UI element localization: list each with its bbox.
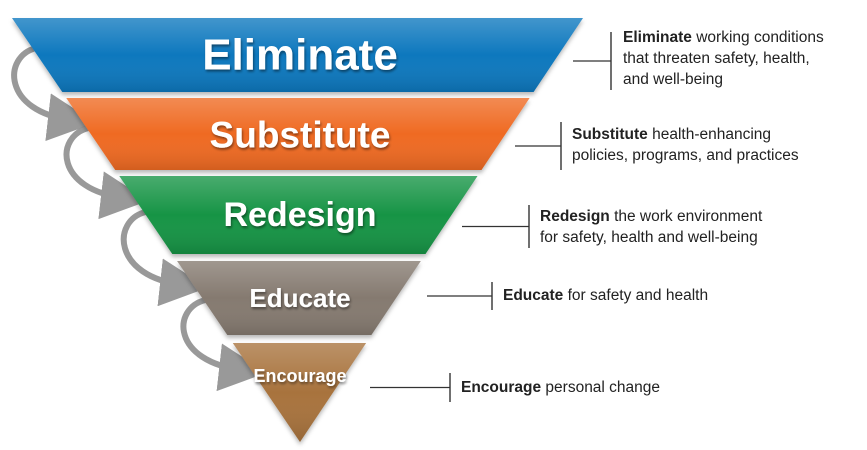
flow-arrow-1 (11, 45, 96, 142)
description-encourage: Encourage personal change (461, 377, 660, 398)
description-line-encourage: personal change (541, 379, 661, 396)
description-substitute: Substitute health-enhancing policies, pro… (572, 124, 799, 166)
description-educate: Educate for safety and health (503, 285, 708, 306)
description-redesign: Redesign the work environment for safety,… (540, 206, 762, 248)
tier-label-eliminate: Eliminate (202, 31, 398, 80)
tier-redesign: Redesign (119, 176, 478, 254)
tier-gloss-redesign (119, 176, 478, 254)
tier-gloss-eliminate (12, 18, 583, 92)
tier-eliminate: Eliminate (12, 18, 583, 92)
tier-label-encourage: Encourage (253, 366, 346, 386)
description-line-eliminate: and well-being (623, 71, 723, 88)
description-keyword-educate: Educate (503, 287, 564, 304)
description-line-educate: for safety and health (563, 287, 709, 304)
tier-label-educate: Educate (249, 283, 350, 313)
description-eliminate: Eliminate working conditions that threate… (623, 27, 824, 90)
tier-gloss-educate (177, 261, 421, 335)
description-line-eliminate: working conditions (691, 29, 824, 46)
tier-label-substitute: Substitute (210, 115, 391, 156)
inverted-pyramid: EliminateSubstituteRedesignEducateEncour… (12, 18, 583, 442)
description-keyword-eliminate: Eliminate (623, 29, 692, 46)
description-line-substitute: policies, programs, and practices (572, 147, 799, 164)
flow-arrow-3 (120, 209, 208, 307)
description-keyword-redesign: Redesign (540, 208, 610, 225)
tier-gloss-encourage (232, 343, 367, 442)
tier-educate: Educate (177, 261, 421, 335)
tier-gloss-substitute (66, 98, 530, 170)
description-line-redesign: the work environment (609, 208, 763, 225)
description-keyword-encourage: Encourage (461, 379, 542, 396)
flow-arrow-4 (180, 297, 267, 392)
connector-lines (370, 32, 612, 402)
description-keyword-substitute: Substitute (572, 126, 648, 143)
description-line-substitute: health-enhancing (647, 126, 772, 143)
tier-encourage: Encourage (232, 343, 367, 442)
flow-arrows (11, 45, 267, 392)
description-line-eliminate: that threaten safety, health, (623, 50, 810, 67)
description-line-redesign: for safety, health and well-being (540, 229, 758, 246)
tier-substitute: Substitute (66, 98, 530, 170)
flow-arrow-2 (63, 125, 149, 220)
tier-label-redesign: Redesign (223, 196, 376, 234)
